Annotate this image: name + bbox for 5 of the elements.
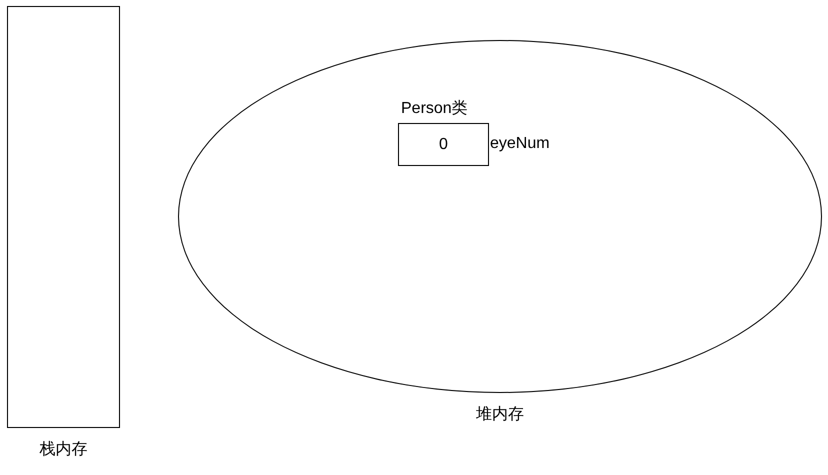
- memory-label: 栈内存: [40, 440, 88, 460]
- memory-label: 堆内存: [476, 405, 524, 425]
- field-box: 0: [398, 123, 489, 166]
- field-name: eyeNum: [490, 134, 550, 154]
- class-heading: Person类: [401, 99, 468, 119]
